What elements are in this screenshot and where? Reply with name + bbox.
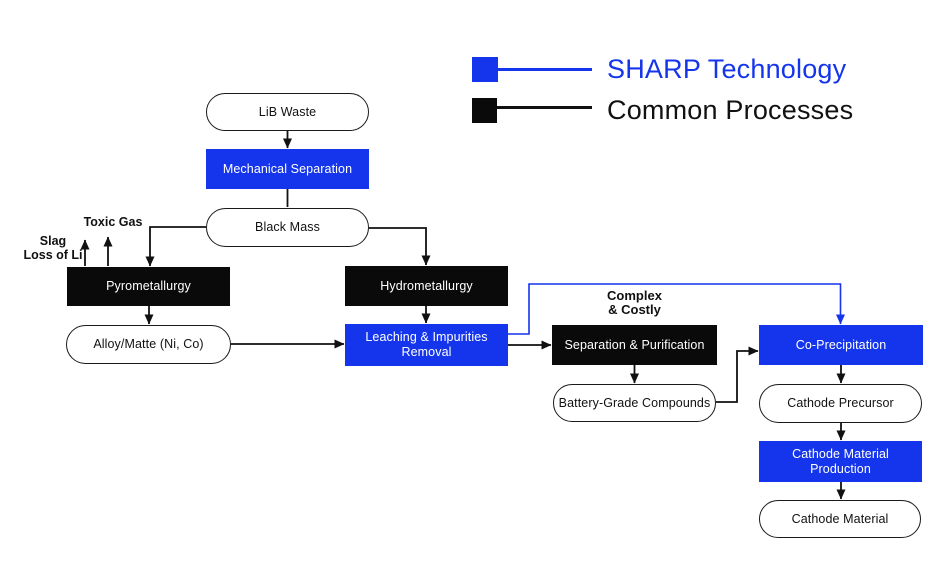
legend-line-sharp bbox=[498, 68, 592, 71]
label-complex-costly: Complex & Costly bbox=[607, 288, 662, 317]
node-cathode-material-production: Cathode Material Production bbox=[759, 441, 922, 482]
node-mechanical-separation: Mechanical Separation bbox=[206, 149, 369, 189]
node-cathode-precursor: Cathode Precursor bbox=[759, 384, 922, 423]
legend-swatch-sharp bbox=[472, 57, 498, 82]
legend-swatch-common bbox=[472, 98, 497, 123]
legend-line-common bbox=[497, 106, 592, 109]
node-alloy-matte: Alloy/Matte (Ni, Co) bbox=[66, 325, 231, 364]
node-pyrometallurgy: Pyrometallurgy bbox=[67, 267, 230, 306]
node-cathode-material: Cathode Material bbox=[759, 500, 921, 538]
node-lib-waste: LiB Waste bbox=[206, 93, 369, 131]
label-slag-loss-of-li: Slag Loss of Li bbox=[23, 234, 83, 262]
connector-blackmass-to-pyro bbox=[145, 226, 206, 267]
connector-batterygrade-to-coprecip bbox=[716, 346, 759, 403]
node-leaching-impurities-removal: Leaching & Impurities Removal bbox=[345, 324, 508, 366]
legend-label-sharp-technology: SHARP Technology bbox=[607, 54, 847, 84]
connector-blackmass-to-hydro bbox=[369, 227, 431, 266]
node-separation-purification: Separation & Purification bbox=[552, 325, 717, 365]
node-black-mass: Black Mass bbox=[206, 208, 369, 247]
legend-label-common-processes: Common Processes bbox=[607, 95, 854, 125]
node-co-precipitation: Co-Precipitation bbox=[759, 325, 923, 365]
connector-leaching-to-coprecip-sharp bbox=[508, 283, 845, 335]
node-battery-grade-compounds: Battery-Grade Compounds bbox=[553, 384, 716, 422]
label-toxic-gas: Toxic Gas bbox=[83, 215, 143, 229]
node-hydrometallurgy: Hydrometallurgy bbox=[345, 266, 508, 306]
